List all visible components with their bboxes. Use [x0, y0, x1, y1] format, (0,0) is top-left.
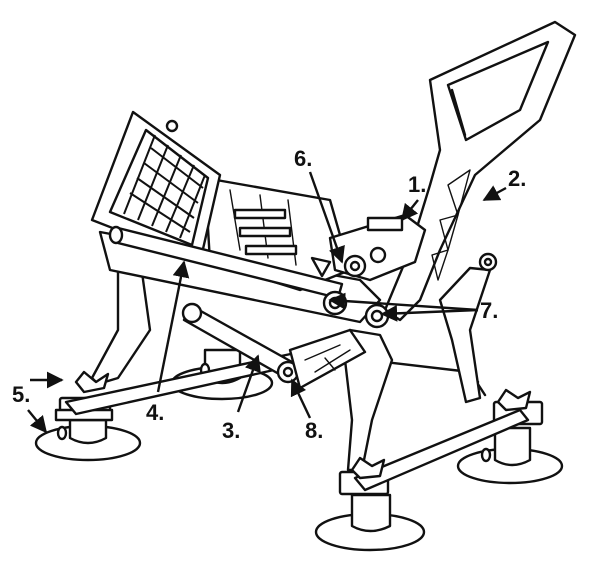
callout-3: 3.: [222, 418, 240, 443]
link-bar: [181, 302, 300, 384]
callout-7: 7.: [480, 298, 498, 323]
blade-grid: [123, 134, 206, 239]
lower-bracket: [288, 328, 367, 390]
suction-foot-rear-left: [34, 396, 142, 462]
callout-2: 2.: [508, 166, 526, 191]
pivot-assembly: [310, 213, 427, 329]
wing-nuts: [74, 370, 532, 480]
blade-frame: [90, 110, 222, 264]
callout-6: 6.: [294, 146, 312, 171]
callout-4: 4.: [146, 400, 164, 425]
callout-8: 8.: [305, 418, 323, 443]
leader-lines: [27, 171, 507, 434]
callout-1: 1.: [408, 172, 426, 197]
callout-5: 5.: [12, 382, 30, 407]
handle-lever: [383, 20, 577, 322]
